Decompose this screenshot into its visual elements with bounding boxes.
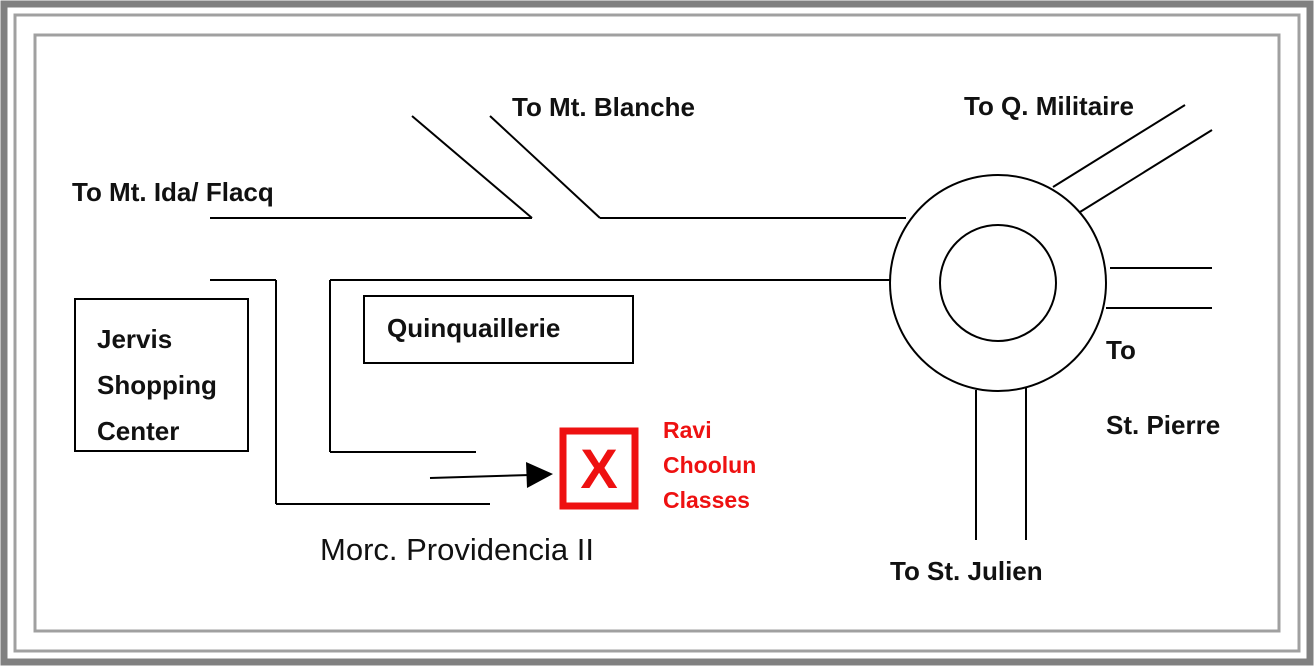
jervis-line: Center [97,416,180,446]
destination-line: Choolun [663,452,757,478]
roundabout-inner [939,224,1057,342]
jervis-box [74,298,249,452]
jervis-line: Jervis [97,324,173,354]
destination-marker-box [559,427,639,510]
label-destination: Ravi Choolun Classes [663,413,756,518]
label-quinquaillerie: Quinquaillerie [387,313,561,343]
label-to-st-julien: To St. Julien [890,556,1043,586]
roundabout-outer [889,174,1107,392]
road-militaire-a [1052,104,1186,188]
label-to-mt-ida-flacq: To Mt. Ida/ Flacq [72,177,274,207]
label-jervis-shopping-center: Jervis Shopping Center [97,316,217,454]
road-branch-left [411,115,533,219]
pointer-arrow-shaft [429,474,531,479]
road-militaire-b [1079,129,1213,213]
label-to-q-militaire: To Q. Militaire [964,91,1134,121]
frame-middle-border [13,13,1301,653]
label-to-mt-blanche: To Mt. Blanche [512,92,695,122]
destination-line: Classes [663,487,750,513]
road-branch-right [489,115,601,219]
label-st-pierre: St. Pierre [1106,410,1221,440]
label-street-name: Morc. Providencia II [320,532,594,567]
jervis-line: Shopping [97,370,217,400]
quinquaillerie-box [363,295,634,364]
frame-inner-border [33,33,1281,633]
pointer-arrowhead [526,462,553,488]
destination-x-icon: X [580,437,618,500]
label-to: To [1106,335,1136,365]
destination-line: Ravi [663,417,712,443]
